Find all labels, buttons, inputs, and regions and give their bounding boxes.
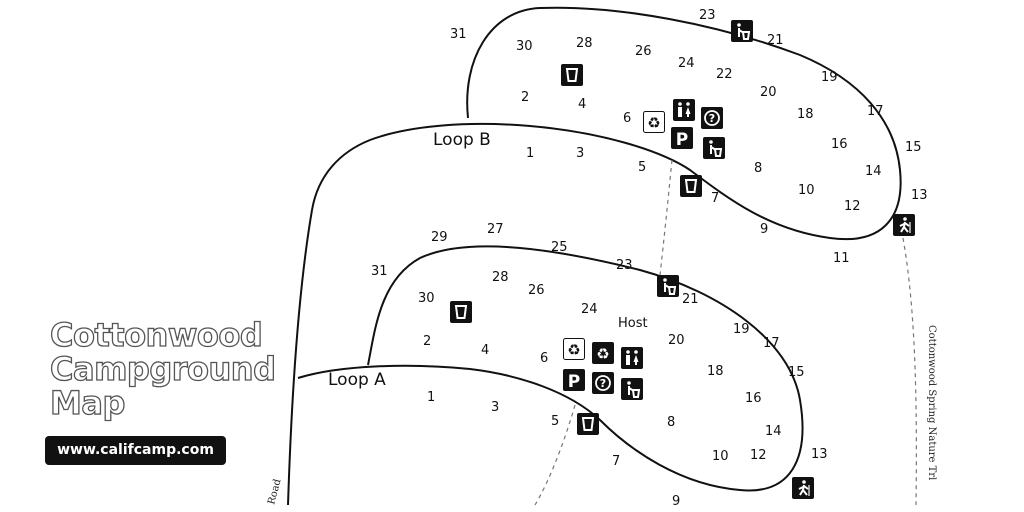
recycle-icon	[592, 342, 614, 364]
site-number: 5	[551, 414, 559, 429]
water-icon	[449, 300, 473, 324]
site-number: 22	[716, 67, 733, 82]
parking-icon	[671, 127, 693, 150]
site-number: 23	[699, 8, 716, 23]
site-number: 16	[745, 391, 762, 406]
site-number: 15	[788, 365, 805, 380]
recycle-icon	[563, 338, 585, 360]
restroom-icon	[621, 347, 643, 369]
site-number: 2	[423, 334, 431, 349]
loop-b-label: Loop B	[433, 130, 491, 150]
information-icon	[700, 106, 724, 130]
road-label: Road	[266, 477, 283, 505]
site-number: 31	[371, 264, 388, 279]
site-number: 28	[576, 36, 593, 51]
site-number: 9	[760, 222, 768, 237]
site-number: 16	[831, 137, 848, 152]
host-label: Host	[618, 316, 648, 331]
site-number: 6	[540, 351, 548, 366]
water-icon	[576, 412, 600, 436]
site-number: 14	[865, 164, 882, 179]
site-number: 3	[576, 146, 584, 161]
parking-icon	[563, 369, 585, 392]
nature-trail-label: Cottonwood Spring Nature Trl	[926, 325, 937, 480]
site-number: 17	[867, 104, 884, 119]
site-number: 24	[581, 302, 598, 317]
trash-icon	[656, 274, 680, 298]
site-number: 12	[844, 199, 861, 214]
nature-trail-path	[902, 237, 917, 506]
site-number: 20	[760, 85, 777, 100]
site-number: 29	[431, 230, 448, 245]
site-number: 19	[821, 70, 838, 85]
site-number: 5	[638, 160, 646, 175]
site-number: 10	[712, 449, 729, 464]
information-icon	[591, 371, 615, 395]
site-number: 6	[623, 111, 631, 126]
site-number: 26	[635, 44, 652, 59]
site-number: 17	[763, 336, 780, 351]
site-number: 23	[616, 258, 633, 273]
site-number: 20	[668, 333, 685, 348]
map-title-line-1: Cottonwood	[49, 316, 263, 354]
loop-a-sites: 29 27 25 31 28 26 23 21 30 24 20 19 17 2…	[371, 222, 828, 509]
site-number: 11	[833, 251, 850, 266]
site-number: 18	[707, 364, 724, 379]
restroom-icon	[673, 99, 695, 121]
loop-a-label: Loop A	[328, 370, 386, 390]
trailhead-icon	[791, 476, 815, 500]
site-number: 13	[911, 188, 928, 203]
map-title-line-3: Map	[49, 384, 126, 422]
site-number: 26	[528, 283, 545, 298]
loop-a-road	[297, 245, 804, 492]
trash-icon	[620, 377, 644, 401]
site-number: 3	[491, 400, 499, 415]
site-number: 7	[711, 191, 719, 206]
trail-connector-b-a	[659, 159, 673, 276]
site-number: 21	[767, 33, 784, 48]
site-number: 31	[450, 27, 467, 42]
website-link[interactable]: www.califcamp.com	[45, 436, 226, 465]
site-number: 8	[667, 415, 675, 430]
site-number: 30	[418, 291, 435, 306]
site-number: 4	[481, 343, 489, 358]
site-number: 8	[754, 161, 762, 176]
site-number: 13	[811, 447, 828, 462]
loop-b-road	[287, 6, 902, 506]
site-number: 4	[578, 97, 586, 112]
site-number: 21	[682, 292, 699, 307]
site-number: 14	[765, 424, 782, 439]
site-number: 1	[526, 146, 534, 161]
site-number: 28	[492, 270, 509, 285]
site-number: 30	[516, 39, 533, 54]
trash-icon	[702, 136, 726, 160]
site-number: 12	[750, 448, 767, 463]
loop-b-sites: 31 30 28 26 24 23 22 21 2 4 6 19 20 18 1…	[450, 8, 928, 266]
map-title-line-2: Campground	[49, 350, 276, 388]
water-icon	[560, 63, 584, 87]
site-number: 24	[678, 56, 695, 71]
site-number: 18	[797, 107, 814, 122]
trash-icon	[730, 19, 754, 43]
site-number: 27	[487, 222, 504, 237]
site-number: 15	[905, 140, 922, 155]
trailhead-icon	[892, 213, 916, 237]
site-number: 9	[672, 494, 680, 509]
site-number: 25	[551, 240, 568, 255]
trail-connector-a-south	[534, 404, 576, 506]
recycle-icon	[643, 111, 665, 133]
water-icon	[679, 174, 703, 198]
site-number: 1	[427, 390, 435, 405]
site-number: 19	[733, 322, 750, 337]
site-number: 10	[798, 183, 815, 198]
site-number: 7	[612, 454, 620, 469]
site-number: 2	[521, 90, 529, 105]
